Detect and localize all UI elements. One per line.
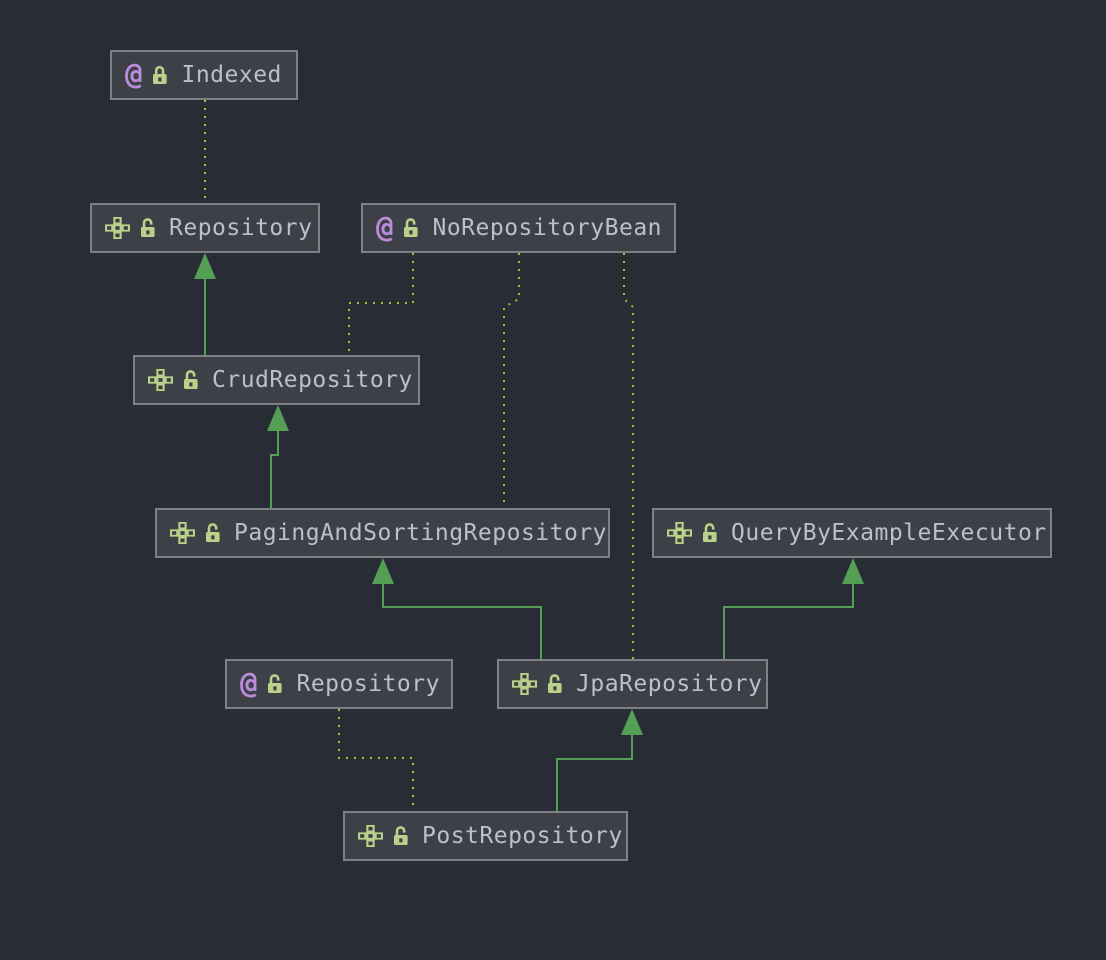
arrowhead-crud-extends-repository [194, 253, 216, 279]
interface-icon [148, 369, 173, 391]
node-label: QueryByExampleExecutor [731, 520, 1047, 546]
arrowhead-paging-extends-crud [267, 405, 289, 431]
open-lock-icon [404, 218, 419, 237]
node-label: PostRepository [422, 823, 623, 849]
node-post-repository[interactable]: PostRepository [343, 811, 628, 861]
node-repository-interface[interactable]: Repository [90, 203, 320, 253]
edge-post-extends-jpa [556, 733, 633, 811]
edge-nrb-annotates-jpa [623, 253, 634, 659]
edge-jpa-extends-paging [382, 582, 542, 659]
edge-repository-annotates-post [338, 709, 414, 811]
open-lock-icon [184, 370, 198, 389]
open-lock-icon [394, 826, 408, 845]
open-lock-icon [268, 674, 283, 693]
interface-icon [170, 522, 195, 544]
node-no-repository-bean[interactable]: @ NoRepositoryBean [361, 203, 676, 253]
open-lock-icon [703, 523, 717, 542]
closed-lock-icon [153, 65, 168, 84]
open-lock-icon [206, 523, 220, 542]
arrowhead-jpa-extends-paging [372, 558, 394, 584]
edge-jpa-extends-query-by-example [723, 582, 854, 659]
edge-paging-extends-crud [270, 429, 279, 508]
node-label: Repository [169, 215, 313, 241]
node-label: Repository [296, 671, 440, 697]
interface-icon [667, 522, 692, 544]
annotation-icon: @ [240, 665, 258, 700]
interface-icon [512, 673, 537, 695]
node-crud-repository[interactable]: CrudRepository [133, 355, 420, 405]
node-label: CrudRepository [212, 367, 413, 393]
arrowhead-jpa-extends-query-by-example [842, 558, 864, 584]
node-label: NoRepositoryBean [432, 215, 663, 241]
annotation-icon: @ [376, 209, 394, 244]
interface-icon [105, 217, 130, 239]
annotation-icon: @ [125, 56, 143, 91]
arrowhead-post-extends-jpa [621, 709, 643, 735]
edge-nrb-annotates-crud [348, 253, 414, 355]
node-paging-and-sorting-repository[interactable]: PagingAndSortingRepository [155, 508, 610, 558]
node-indexed[interactable]: @ Indexed [110, 50, 298, 100]
node-label: Indexed [181, 62, 282, 88]
node-query-by-example-executor[interactable]: QueryByExampleExecutor [652, 508, 1052, 558]
node-label: PagingAndSortingRepository [234, 520, 608, 546]
edge-nrb-annotates-paging [503, 253, 520, 508]
node-repository-annotation[interactable]: @ Repository [225, 659, 453, 709]
node-jpa-repository[interactable]: JpaRepository [497, 659, 768, 709]
open-lock-icon [548, 674, 562, 693]
node-label: JpaRepository [576, 671, 763, 697]
open-lock-icon [141, 218, 155, 237]
interface-icon [358, 825, 383, 847]
